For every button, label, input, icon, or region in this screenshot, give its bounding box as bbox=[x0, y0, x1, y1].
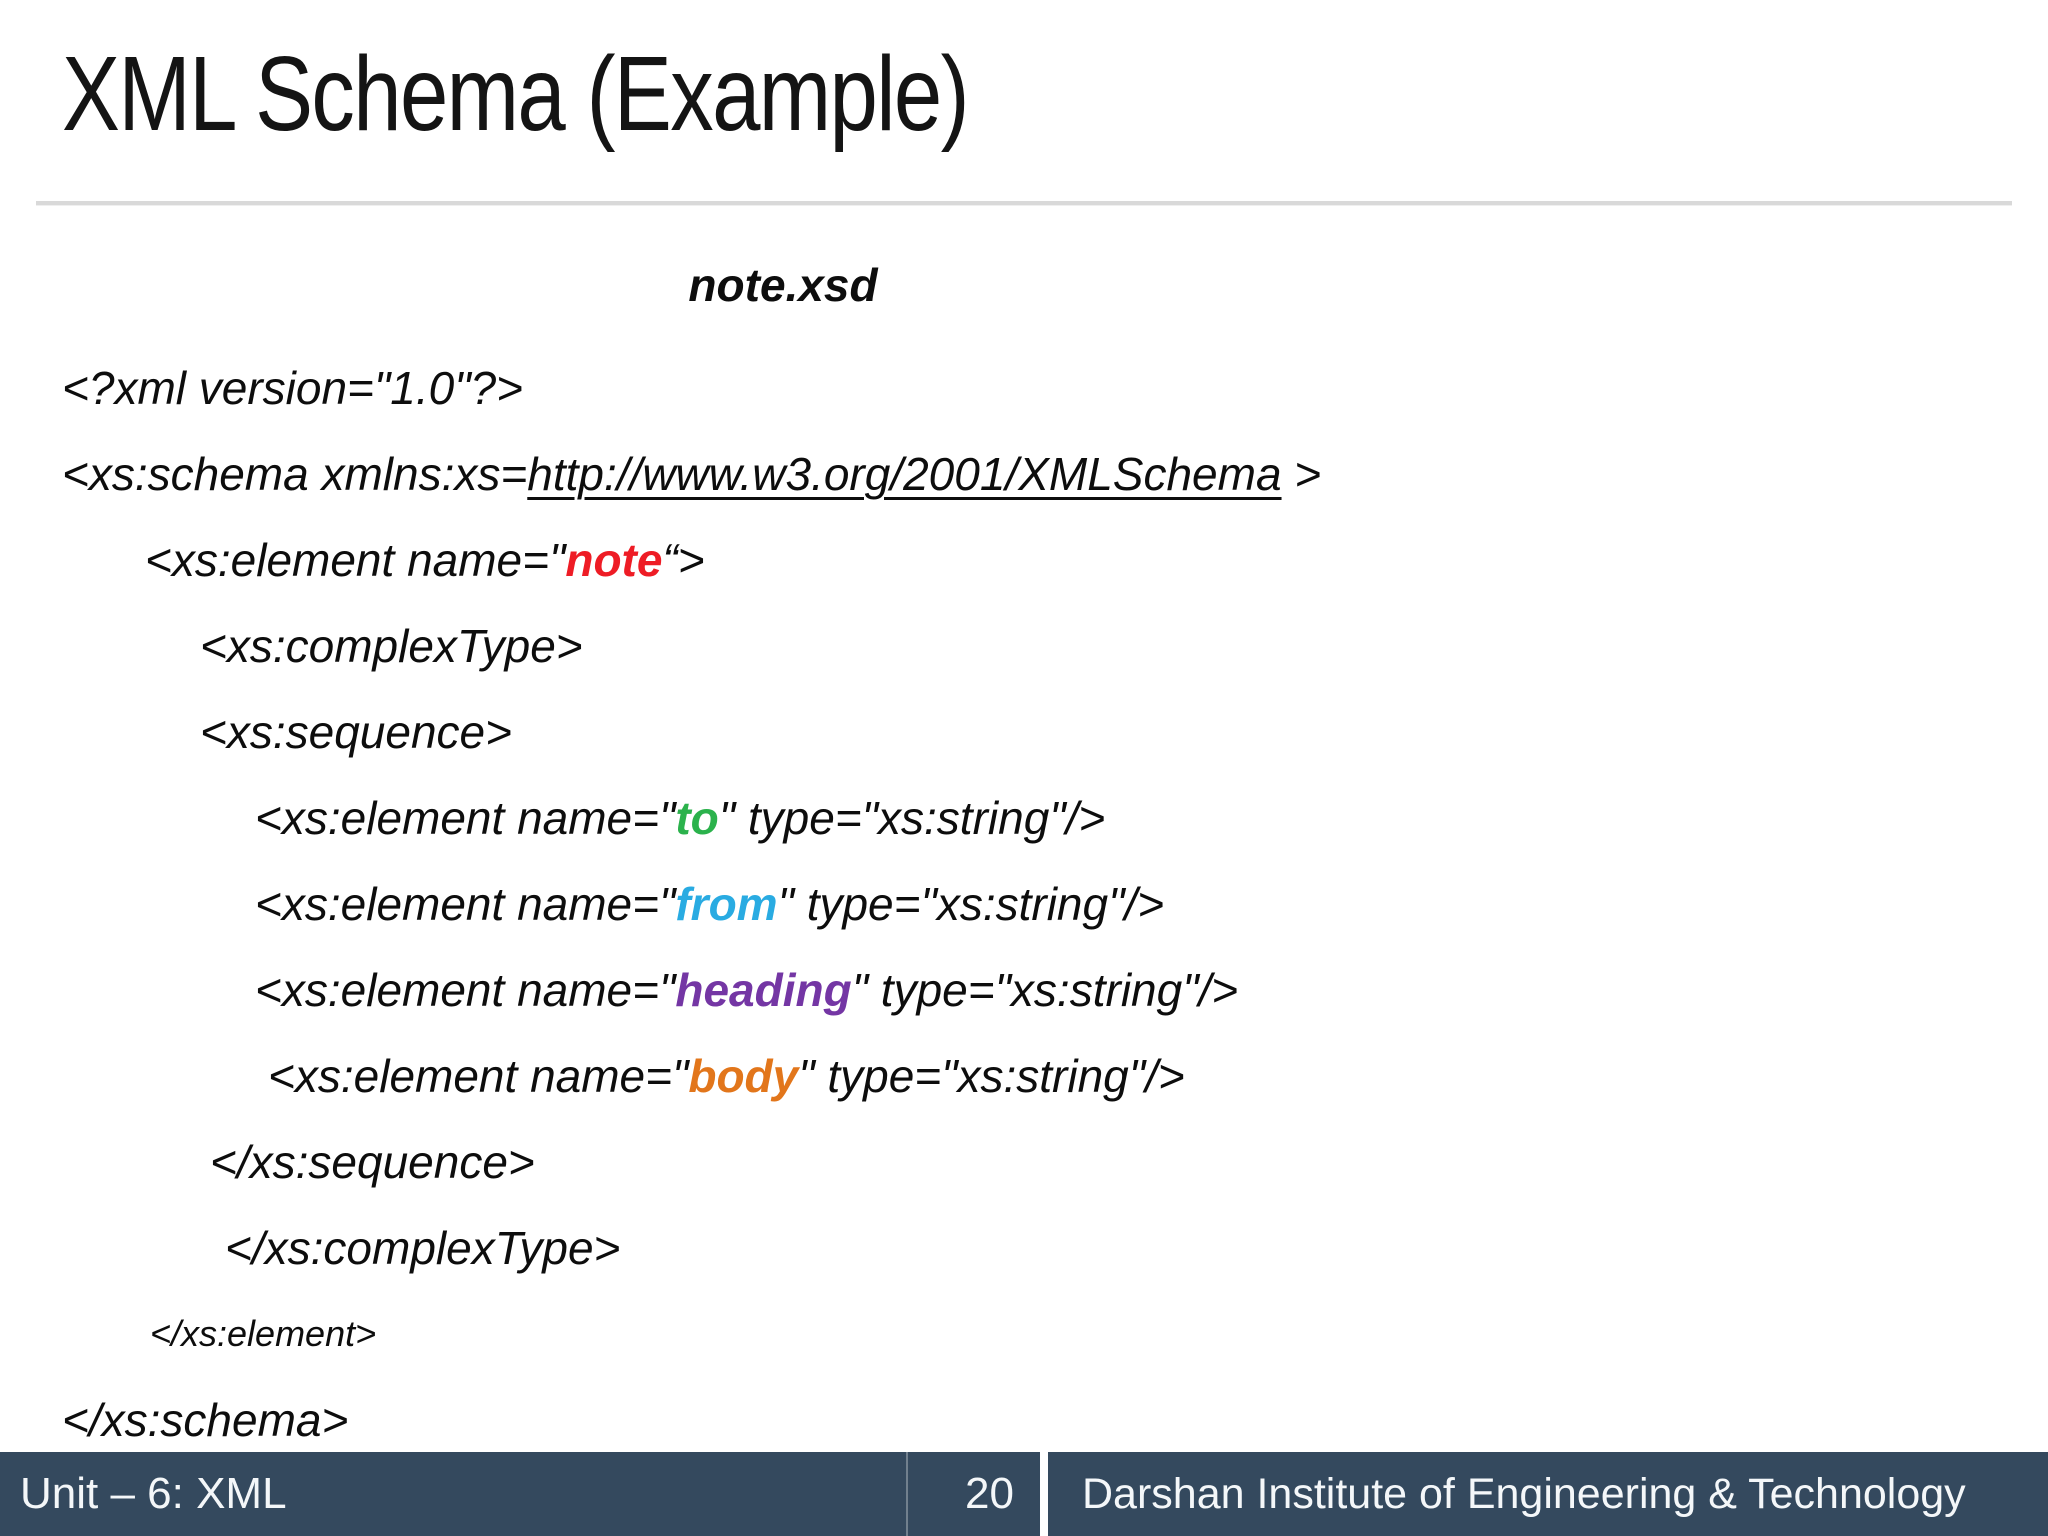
code-line-element-to: <xs:element name="to" type="xs:string"/> bbox=[0, 775, 2048, 861]
code-line-element-body: <xs:element name="body" type="xs:string"… bbox=[0, 1033, 2048, 1119]
code-text: <xs:sequence> bbox=[200, 706, 513, 758]
keyword-to: to bbox=[675, 792, 719, 844]
code-line-sequence-open: <xs:sequence> bbox=[0, 689, 2048, 775]
code-text: " type="xs:string"/> bbox=[851, 964, 1239, 1016]
footer-separator bbox=[906, 1452, 908, 1536]
code-text: <xs:element name=" bbox=[255, 964, 676, 1016]
code-text: <?xml version="1.0"?> bbox=[62, 362, 523, 414]
code-text: </xs:schema> bbox=[62, 1394, 349, 1446]
code-text: <xs:schema xmlns:xs= bbox=[62, 448, 528, 500]
code-text: <xs:element name=" bbox=[255, 792, 676, 844]
code-line-schema-close: </xs:schema> bbox=[0, 1377, 2048, 1463]
keyword-from: from bbox=[675, 878, 778, 930]
code-text: </xs:complexType> bbox=[225, 1222, 621, 1274]
code-line-xml-declaration: <?xml version="1.0"?> bbox=[0, 345, 2048, 431]
code-text: </xs:sequence> bbox=[210, 1136, 535, 1188]
code-line-sequence-close: </xs:sequence> bbox=[0, 1119, 2048, 1205]
title-divider bbox=[36, 201, 2012, 206]
keyword-heading: heading bbox=[675, 964, 852, 1016]
code-block: <?xml version="1.0"?> <xs:schema xmlns:x… bbox=[0, 345, 2048, 1463]
keyword-note: note bbox=[565, 534, 663, 586]
code-text: <xs:element name=" bbox=[255, 878, 676, 930]
page-title: XML Schema (Example) bbox=[62, 35, 970, 153]
footer-gap bbox=[1040, 1452, 1048, 1536]
footer-institute-label: Darshan Institute of Engineering & Techn… bbox=[1048, 1452, 2048, 1536]
code-line-schema-open: <xs:schema xmlns:xs=http://www.w3.org/20… bbox=[0, 431, 2048, 517]
code-line-element-heading: <xs:element name="heading" type="xs:stri… bbox=[0, 947, 2048, 1033]
code-line-element-close: </xs:element> bbox=[0, 1291, 2048, 1377]
code-line-complextype-open: <xs:complexType> bbox=[0, 603, 2048, 689]
code-filename: note.xsd bbox=[688, 259, 878, 311]
code-text: " type="xs:string"/> bbox=[718, 792, 1106, 844]
code-text: > bbox=[1281, 448, 1322, 500]
code-line-element-from: <xs:element name="from" type="xs:string"… bbox=[0, 861, 2048, 947]
keyword-body: body bbox=[688, 1050, 799, 1102]
footer-bar: Unit – 6: XML 20 Darshan Institute of En… bbox=[0, 1452, 2048, 1536]
code-text: <xs:element name=" bbox=[145, 534, 566, 586]
code-text: " type="xs:string"/> bbox=[798, 1050, 1185, 1102]
code-text: " type="xs:string"/> bbox=[777, 878, 1165, 930]
schema-namespace-link[interactable]: http://www.w3.org/2001/XMLSchema bbox=[527, 448, 1282, 500]
code-text: <xs:complexType> bbox=[200, 620, 583, 672]
footer-unit-label: Unit – 6: XML bbox=[0, 1452, 906, 1536]
code-line-element-note-open: <xs:element name="note“> bbox=[0, 517, 2048, 603]
code-line-complextype-close: </xs:complexType> bbox=[0, 1205, 2048, 1291]
code-text: <xs:element name=" bbox=[268, 1050, 689, 1102]
code-text: </xs:element> bbox=[150, 1313, 377, 1354]
code-text: “> bbox=[662, 534, 705, 586]
footer-page-number: 20 bbox=[908, 1452, 1040, 1536]
